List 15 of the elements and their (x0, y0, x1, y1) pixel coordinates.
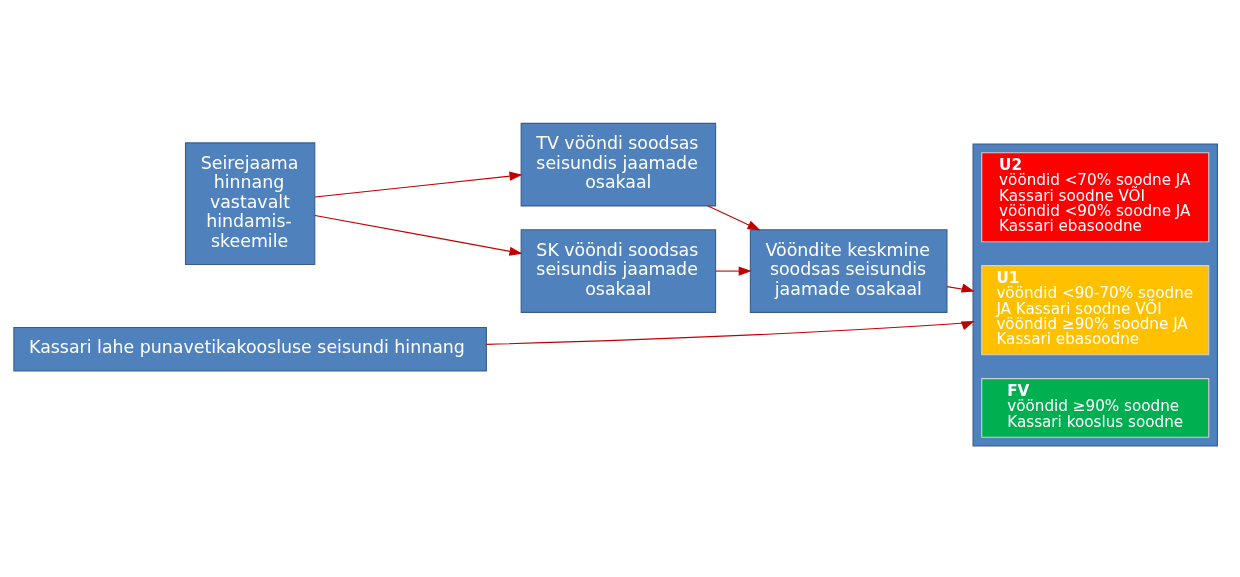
node-box: FV vööndid ≥90% soodne Kassari kooslus soodne (981, 377, 1210, 438)
arrow (314, 171, 523, 197)
arrow (707, 204, 761, 230)
node-box: Vööndite keskmine soodsas seisundis jaamade osakaal (749, 228, 948, 313)
node-box: TV vööndi soodsas seisundis jaamade osakaal (520, 122, 717, 206)
arrow (314, 214, 523, 256)
node-box: Seirejaama hinnang vastavalt hindamis-skeemile (184, 141, 316, 265)
node-box: U2 vööndid <70% soodne JA Kassari soodne VÕI vööndid <90% soodne JA Kassari ebasoodne (981, 151, 1210, 242)
arrow (946, 283, 975, 292)
arrow (485, 320, 975, 345)
arrow (715, 266, 752, 276)
node-box: Kassari lahe punavetikakoosluse seisundi hinnang (13, 326, 487, 372)
node-box: U1 vööndid <90-70% soodne JA Kassari soodne VÕI vööndid ≥90% soodne JA Kassari ebasoodne (981, 264, 1210, 355)
node-box: SK vööndi soodsas seisundis jaamade osakaal (520, 228, 717, 313)
cluster (972, 142, 1218, 446)
